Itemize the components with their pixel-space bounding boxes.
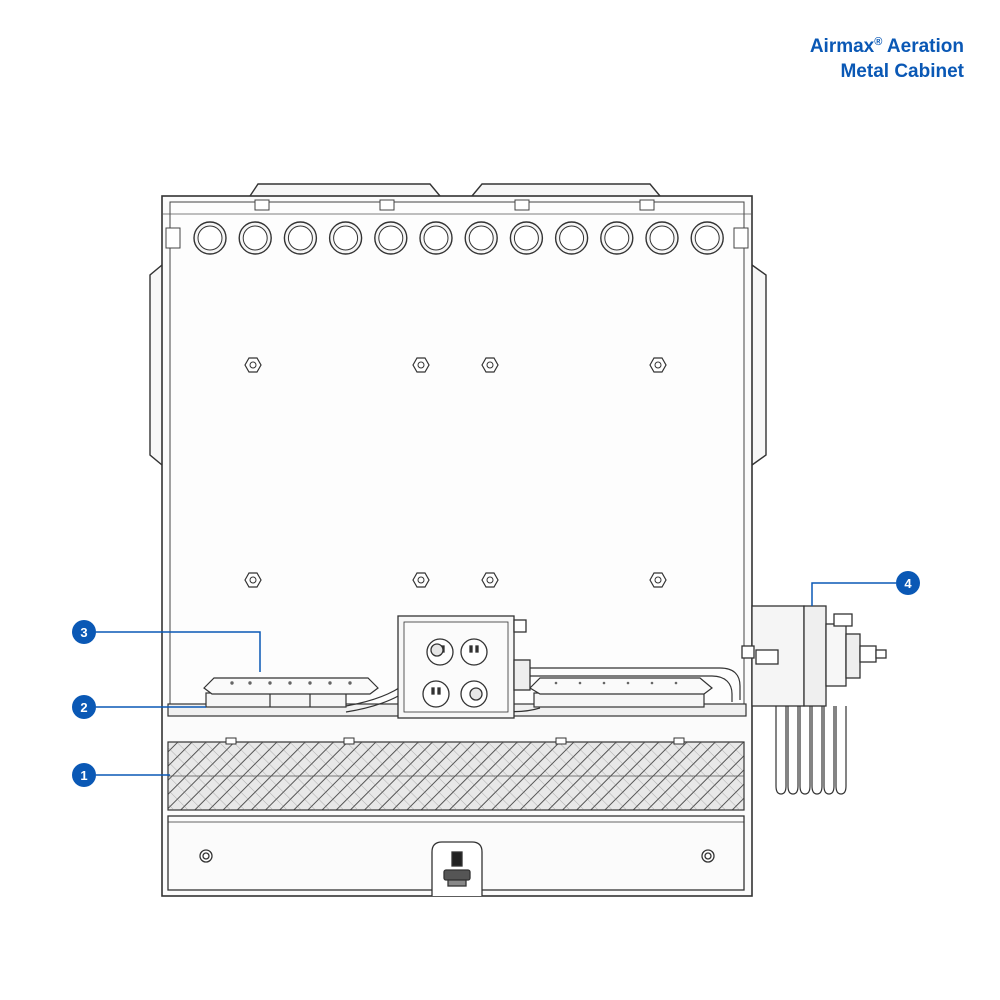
outlet-box bbox=[397, 615, 531, 719]
callout-3: 3 bbox=[72, 620, 96, 644]
latch-icon bbox=[431, 841, 483, 896]
callout-4-label: 4 bbox=[904, 576, 912, 591]
title-line-1: Airmax® Aeration bbox=[809, 36, 964, 57]
callout-4-badge bbox=[896, 571, 920, 595]
title-line-2: Metal Cabinet bbox=[840, 61, 964, 82]
junction-box bbox=[741, 605, 887, 707]
callout-1: 1 bbox=[72, 763, 96, 787]
nut-icon bbox=[649, 357, 667, 373]
knockout-icon bbox=[423, 225, 449, 251]
callout-2: 2 bbox=[72, 695, 96, 719]
callout-3-badge bbox=[72, 620, 96, 644]
top-handles bbox=[249, 183, 661, 197]
callout-1-badge bbox=[72, 763, 96, 787]
cord-loop bbox=[811, 706, 823, 795]
nut-icon bbox=[412, 572, 430, 588]
right-fan-assembly bbox=[529, 677, 713, 708]
nut-icon bbox=[244, 357, 262, 373]
callout-4: 4 bbox=[896, 571, 920, 595]
callout-1-label: 1 bbox=[80, 768, 87, 783]
knockout-icon bbox=[513, 225, 539, 251]
side-handles bbox=[149, 264, 767, 466]
callout-3-label: 3 bbox=[80, 625, 87, 640]
nut-icon bbox=[412, 357, 430, 373]
page-title: Airmax® Aeration Metal Cabinet bbox=[810, 30, 964, 84]
cord-loop bbox=[787, 706, 799, 795]
knockout-icon bbox=[649, 225, 675, 251]
air-filter bbox=[167, 737, 745, 811]
knockout-icon bbox=[378, 225, 404, 251]
hanging-cords bbox=[775, 706, 847, 795]
knockout-row bbox=[193, 221, 724, 255]
knockout-icon bbox=[333, 225, 359, 251]
cord-loop bbox=[799, 706, 811, 795]
knockout-icon bbox=[197, 225, 223, 251]
cord-loop bbox=[835, 706, 847, 795]
knockout-icon bbox=[242, 225, 268, 251]
knockout-icon bbox=[694, 225, 720, 251]
knockout-icon bbox=[604, 225, 630, 251]
knockout-icon bbox=[559, 225, 585, 251]
cord-loop bbox=[775, 706, 787, 795]
leader-lines bbox=[96, 582, 896, 776]
nut-icon bbox=[244, 572, 262, 588]
callout-2-badge bbox=[72, 695, 96, 719]
nut-icon bbox=[649, 572, 667, 588]
callout-2-label: 2 bbox=[80, 700, 87, 715]
top-tabs bbox=[165, 199, 749, 249]
nut-icon bbox=[481, 357, 499, 373]
nut-icon bbox=[481, 572, 499, 588]
knockout-icon bbox=[468, 225, 494, 251]
left-fan-assembly bbox=[203, 677, 379, 708]
knockout-icon bbox=[287, 225, 313, 251]
cord-loop bbox=[823, 706, 835, 795]
